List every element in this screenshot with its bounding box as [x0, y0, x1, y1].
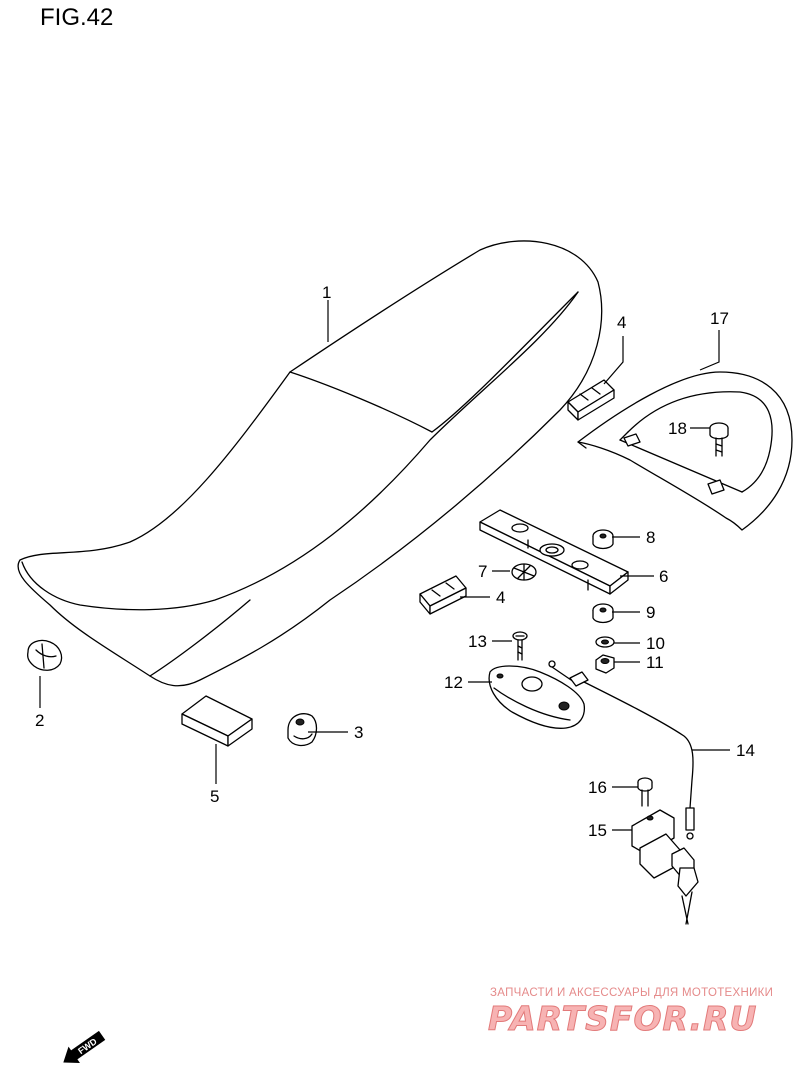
damper-part	[511, 563, 537, 581]
callout-2: 2	[35, 711, 44, 730]
callout-10: 10	[646, 634, 665, 653]
screw-part	[512, 631, 528, 661]
bumper-lower-part	[419, 575, 467, 615]
watermark-brand: PARTSFOR.RU	[488, 999, 757, 1038]
figure-title: FIG.42	[40, 4, 113, 31]
cap-nut-part	[287, 713, 318, 747]
cushion-8-part	[592, 529, 614, 550]
seat-lock-part	[488, 665, 586, 729]
arrow-left-icon	[63, 1030, 106, 1064]
nut-part	[595, 654, 615, 674]
callout-17: 17	[710, 309, 729, 328]
callout-5: 5	[210, 787, 219, 806]
seat-part	[17, 240, 603, 687]
cowl-bolt-part	[709, 422, 729, 457]
callout-3: 3	[354, 723, 363, 742]
callout-12: 12	[444, 673, 463, 692]
callout-8: 8	[646, 528, 655, 547]
callout-9: 9	[646, 603, 655, 622]
cushion-block-part	[181, 695, 253, 747]
callout-18: 18	[668, 419, 687, 438]
watermark: ЗАПЧАСТИ И АКСЕССУАРЫ ДЛЯ МОТОТЕХНИКИ PA…	[488, 987, 773, 1039]
washer-part	[595, 636, 615, 648]
bolt-part	[637, 777, 653, 807]
lock-bracket-part	[479, 509, 629, 595]
key-lock-part	[631, 809, 699, 925]
bumper-upper-part	[567, 379, 615, 421]
callout-7: 7	[478, 562, 487, 581]
callout-15: 15	[588, 821, 607, 840]
lock-cable-part	[548, 660, 695, 840]
leader-lines	[39, 300, 730, 831]
callout-4-lower: 4	[496, 588, 505, 607]
seat-cowl-part	[577, 371, 793, 531]
callout-16: 16	[588, 778, 607, 797]
callout-labels: 1 2 3 4 4 5 6 7 8 9 10 11 12 13 14 15 16…	[35, 283, 755, 840]
callout-4-upper: 4	[617, 313, 626, 332]
clip-part	[27, 639, 63, 671]
callout-1: 1	[322, 283, 331, 302]
callout-14: 14	[736, 741, 755, 760]
callout-6: 6	[659, 567, 668, 586]
callout-13: 13	[468, 632, 487, 651]
watermark-tagline: ЗАПЧАСТИ И АКСЕССУАРЫ ДЛЯ МОТОТЕХНИКИ	[490, 987, 773, 999]
callout-11: 11	[646, 653, 664, 672]
cushion-9-part	[592, 603, 614, 624]
fwd-direction-badge: FWD	[63, 1030, 106, 1064]
